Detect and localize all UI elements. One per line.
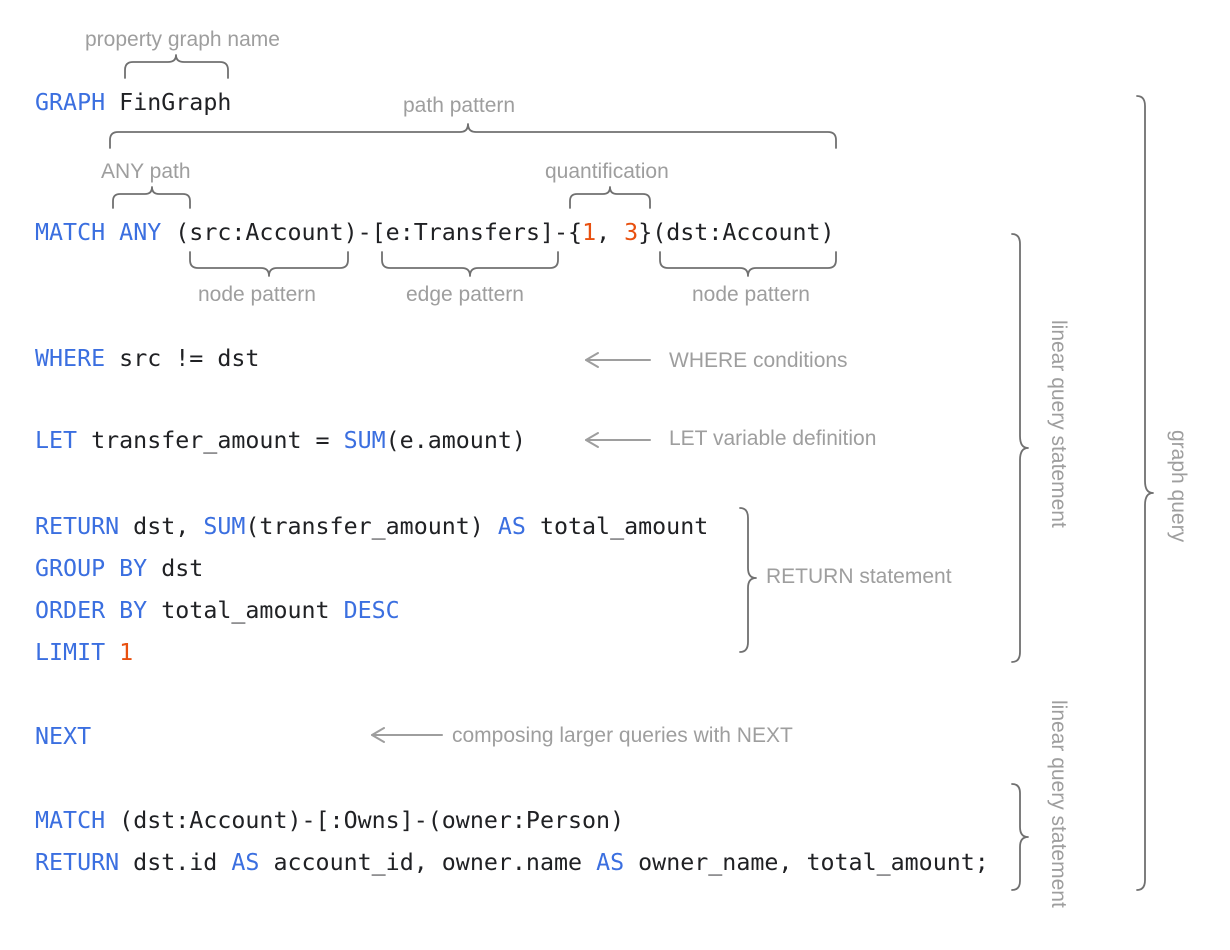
- annotation-edge-pattern: edge pattern: [406, 283, 524, 306]
- edge-pattern: [e:Transfers]: [371, 219, 554, 246]
- annotation-return-statement: RETURN statement: [766, 565, 952, 588]
- brace-linear-query-statement-1: [1011, 233, 1029, 663]
- keyword-return: RETURN: [35, 849, 120, 876]
- keyword-sum: SUM: [203, 513, 246, 540]
- brace-linear-query-statement-2: [1011, 783, 1029, 891]
- graph-name: FinGraph: [105, 89, 232, 116]
- limit-value: 1: [119, 639, 134, 666]
- keyword-match: MATCH: [35, 807, 106, 834]
- code-line-let: LET transfer_amount = SUM(e.amount): [35, 426, 526, 456]
- code-line-limit: LIMIT 1: [35, 638, 133, 668]
- brace-node-pattern-left: [189, 251, 349, 277]
- keyword-graph: GRAPH: [35, 89, 106, 116]
- keyword-where: WHERE: [35, 345, 106, 372]
- let-variable: transfer_amount =: [77, 427, 344, 454]
- keyword-as: AS: [231, 849, 260, 876]
- keyword-match: MATCH: [35, 219, 106, 246]
- return-2-item-a: dst.id: [119, 849, 232, 876]
- let-sum-args: (e.amount): [385, 427, 526, 454]
- annotation-composing-next: composing larger queries with NEXT: [452, 724, 793, 747]
- quantifier-sep: ,: [596, 219, 625, 246]
- code-line-group-by: GROUP BY dst: [35, 554, 203, 584]
- annotation-let-variable-definition: LET variable definition: [669, 427, 877, 450]
- code-line-return-2: RETURN dst.id AS account_id, owner.name …: [35, 848, 989, 878]
- brace-return-statement: [739, 507, 757, 653]
- annotation-any-path: ANY path: [101, 160, 191, 183]
- dash-1: -: [357, 219, 372, 246]
- code-line-where: WHERE src != dst: [35, 344, 259, 374]
- annotation-where-conditions: WHERE conditions: [669, 349, 848, 372]
- return-alias: total_amount: [525, 513, 709, 540]
- brace-any-path: [112, 186, 191, 209]
- keyword-return: RETURN: [35, 513, 120, 540]
- src-node-pattern: (src:Account): [175, 219, 358, 246]
- keyword-as: AS: [497, 513, 526, 540]
- brace-property-graph-name: [124, 54, 229, 79]
- dst-node-pattern: (dst:Account): [652, 219, 835, 246]
- group-by-expression: dst: [147, 555, 204, 582]
- order-by-expression: total_amount: [147, 597, 344, 624]
- arrow-next-head: [371, 727, 385, 743]
- quantifier-max: 3: [624, 219, 639, 246]
- keyword-next: NEXT: [35, 723, 92, 750]
- quantifier-min: 1: [582, 219, 597, 246]
- keyword-group-by: GROUP BY: [35, 555, 148, 582]
- code-line-return-1: RETURN dst, SUM(transfer_amount) AS tota…: [35, 512, 708, 542]
- keyword-order-by: ORDER BY: [35, 597, 148, 624]
- annotation-quantification: quantification: [545, 160, 669, 183]
- code-line-next: NEXT: [35, 722, 91, 752]
- match-2-pattern: (dst:Account)-[:Owns]-(owner:Person): [105, 807, 625, 834]
- return-2-item-c: owner_name, total_amount;: [624, 849, 989, 876]
- code-line-graph: GRAPH FinGraph: [35, 88, 231, 118]
- arrow-let-definition-head: [585, 432, 599, 448]
- return-items-b: (transfer_amount): [245, 513, 498, 540]
- keyword-any: ANY: [119, 219, 162, 246]
- brace-path-pattern: [109, 123, 837, 149]
- brace-node-pattern-right: [659, 251, 837, 277]
- annotation-node-pattern-right: node pattern: [692, 283, 810, 306]
- arrow-where-conditions-head: [585, 352, 599, 368]
- where-expression: src != dst: [105, 345, 260, 372]
- code-line-match-2: MATCH (dst:Account)-[:Owns]-(owner:Perso…: [35, 806, 624, 836]
- keyword-let: LET: [35, 427, 78, 454]
- dash-2: -: [554, 219, 569, 246]
- code-line-order-by: ORDER BY total_amount DESC: [35, 596, 400, 626]
- annotation-property-graph-name: property graph name: [85, 28, 280, 51]
- brace-quantification: [569, 186, 651, 209]
- brace-graph-query: [1136, 95, 1154, 891]
- keyword-limit: LIMIT: [35, 639, 106, 666]
- keyword-desc: DESC: [343, 597, 400, 624]
- quantifier-close: }: [638, 219, 653, 246]
- annotation-node-pattern-left: node pattern: [198, 283, 316, 306]
- keyword-sum: SUM: [343, 427, 386, 454]
- annotation-path-pattern: path pattern: [403, 94, 516, 117]
- return-2-item-b: account_id, owner.name: [259, 849, 597, 876]
- keyword-as: AS: [596, 849, 625, 876]
- quantifier-open: {: [568, 219, 583, 246]
- brace-edge-pattern: [381, 251, 559, 277]
- code-line-match: MATCH ANY (src:Account)-[e:Transfers]-{1…: [35, 218, 835, 248]
- return-items-a: dst,: [119, 513, 204, 540]
